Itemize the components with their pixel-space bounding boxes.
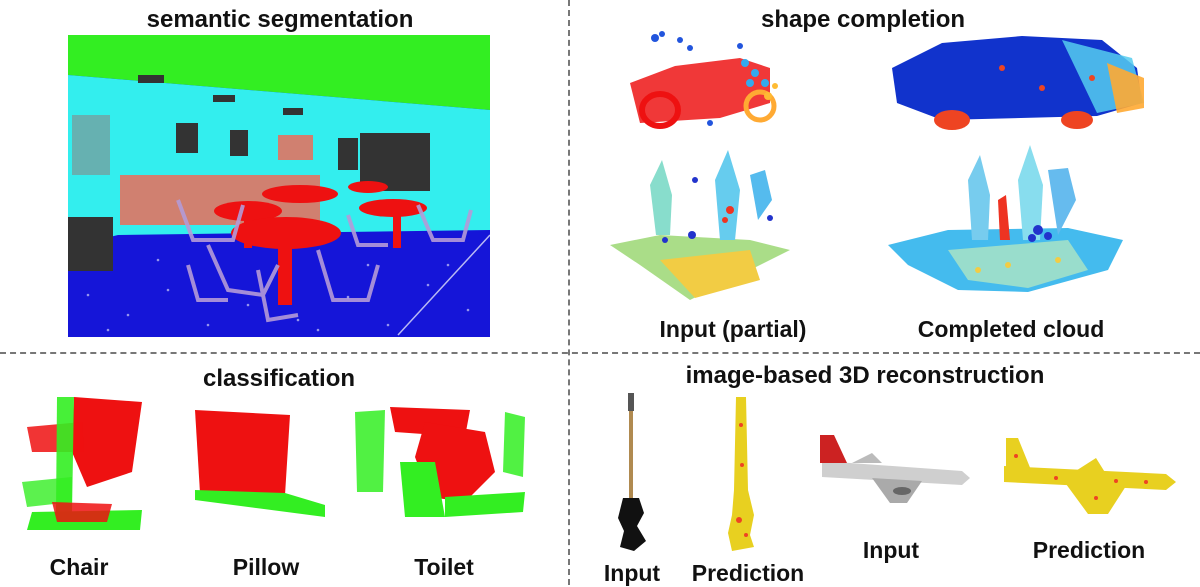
- classification-label-chair: Chair: [49, 554, 109, 580]
- classification-label-pillow: Pillow: [232, 554, 300, 580]
- partial-boat-cloud: [610, 150, 790, 300]
- partial-car-cloud: [630, 31, 778, 129]
- airplane-input-image: [820, 435, 970, 503]
- toilet-cloud: [355, 407, 525, 517]
- completion-label-input: Input (partial): [659, 316, 807, 342]
- segmentation-scene: [68, 35, 491, 337]
- horizontal-divider: [0, 352, 1200, 354]
- completion-label-completed: Completed cloud: [917, 316, 1105, 342]
- reconstruction-label-prediction-2: Prediction: [1032, 537, 1146, 563]
- completion-title: shape completion: [760, 6, 966, 33]
- chair-cloud: [22, 397, 142, 530]
- vertical-divider: [568, 0, 570, 585]
- reconstruction-label-input-2: Input: [862, 537, 920, 563]
- completed-boat-cloud: [888, 145, 1123, 292]
- pillow-cloud: [195, 410, 325, 517]
- reconstruction-label-prediction-1: Prediction: [691, 560, 805, 586]
- guitar-input-image: [618, 393, 646, 551]
- guitar-prediction-cloud: [728, 397, 754, 551]
- completed-car-cloud: [892, 36, 1144, 130]
- classification-label-toilet: Toilet: [414, 554, 474, 580]
- reconstruction-title: image-based 3D reconstruction: [685, 362, 1045, 389]
- reconstruction-label-input-1: Input: [603, 560, 661, 586]
- airplane-prediction-cloud: [1004, 438, 1176, 514]
- segmentation-title: semantic segmentation: [146, 6, 414, 33]
- classification-title: classification: [202, 365, 356, 392]
